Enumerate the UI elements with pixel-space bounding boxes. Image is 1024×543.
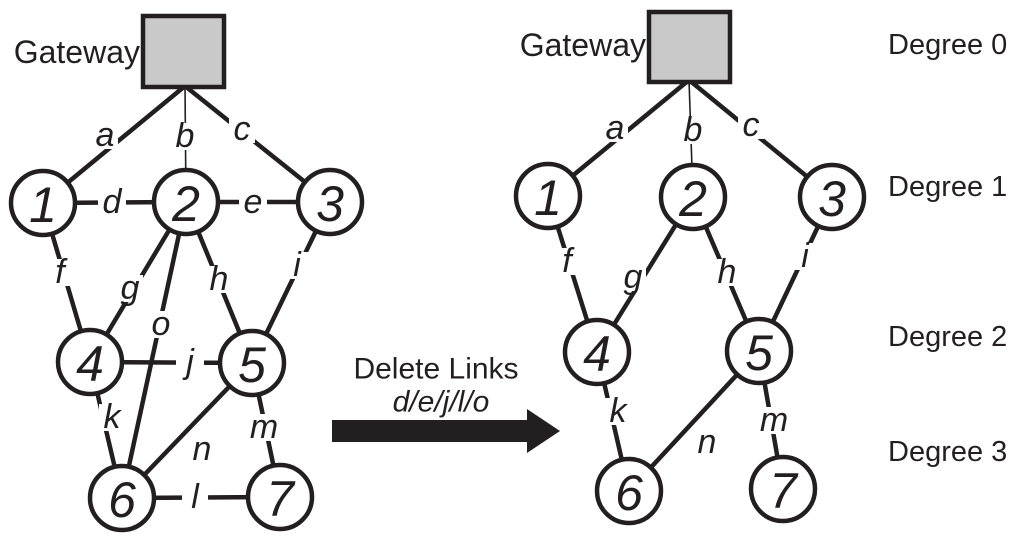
degree-1-label: Degree 1 [888, 171, 1007, 203]
r-node-7-circle [748, 454, 818, 524]
l-gateway-square [140, 13, 227, 90]
r-node-4-label: 4 [583, 326, 611, 382]
l-edge-label-l: l [191, 478, 200, 516]
l-edge-label-j-bg [176, 349, 204, 376]
l-node-7-circle [245, 462, 315, 532]
l-node-3-label: 3 [316, 176, 344, 232]
r-node-2-circle [658, 162, 728, 232]
l-edge-label-c: c [234, 110, 251, 148]
l-edge-label-b-bg [172, 123, 198, 150]
r-edge-label-h: h [718, 253, 737, 291]
r-node-2-label: 2 [678, 171, 707, 227]
l-edge-label-c-bg [229, 116, 255, 143]
r-node-5-circle [724, 316, 794, 386]
l-edge-label-n: n [193, 430, 212, 468]
l-edge-label-k: k [104, 398, 123, 436]
l-edge-label-o: o [152, 305, 171, 343]
r-edge-label-n-bg [694, 429, 720, 456]
l-node-6-circle [87, 463, 157, 533]
r-edge-label-b: b [684, 111, 703, 149]
l-edge-label-d-bg [98, 189, 126, 216]
right-graph: a b c f g h i k n m 1 2 3 4 5 6 7 Gatewa… [513, 9, 867, 526]
l-node-4-label: 4 [76, 336, 104, 392]
r-gateway-square [646, 9, 733, 85]
r-edge-label-h-bg [714, 259, 740, 286]
l-node-4-circle [55, 327, 125, 397]
l-node-5-circle [217, 328, 287, 398]
l-edge-label-d: d [103, 183, 123, 221]
l-edge-label-e-bg [239, 189, 267, 216]
degree-3-label: Degree 3 [888, 436, 1007, 468]
r-edge-label-g-bg [620, 264, 646, 291]
r-edge-label-a-bg [602, 115, 628, 142]
r-node-1-label: 1 [534, 170, 562, 226]
r-edge-label-f-bg [554, 248, 580, 275]
r-edge-label-m-bg [761, 407, 787, 434]
r-node-7-label: 7 [769, 463, 799, 519]
r-node-3-label: 3 [818, 171, 846, 227]
l-node-1-circle [8, 168, 78, 238]
transition-title: Delete Links [353, 353, 518, 386]
r-edge-label-n: n [698, 423, 717, 461]
l-edge-label-i-bg [285, 252, 309, 279]
r-node-3-circle [797, 162, 867, 232]
r-edge-label-i-bg [793, 243, 817, 270]
r-edge-label-m: m [760, 401, 788, 439]
l-edge-label-g: g [121, 269, 140, 307]
degree-2-label: Degree 2 [888, 321, 1007, 353]
r-node-6-label: 6 [615, 465, 643, 521]
l-edge-label-o-bg [149, 311, 174, 338]
l-edge-label-l-bg [182, 484, 208, 511]
l-edge-label-f-bg [47, 259, 73, 286]
transition: Delete Links d/e/j/l/o [332, 353, 560, 453]
l-edge-label-b: b [176, 117, 195, 155]
r-edge-label-c-bg [738, 112, 764, 139]
r-edge-label-b-bg [680, 117, 706, 144]
l-edge-label-i: i [293, 246, 302, 284]
l-node-3-circle [295, 167, 365, 237]
l-node-6-label: 6 [108, 472, 136, 528]
l-edge-label-e: e [244, 183, 263, 221]
l-edge-label-m-bg [251, 414, 277, 441]
r-edge-label-a: a [606, 109, 625, 147]
l-edge-label-h: h [210, 260, 229, 298]
l-gateway-label: Gateway [14, 34, 140, 70]
l-edge-label-j: j [182, 343, 195, 381]
l-node-2-label: 2 [171, 176, 200, 232]
l-edge-label-k-bg [99, 404, 125, 431]
r-node-6-circle [594, 456, 664, 526]
r-node-4-circle [562, 317, 632, 387]
l-edge-label-h-bg [206, 266, 232, 293]
r-edge-label-g: g [624, 258, 643, 296]
l-node-2-circle [151, 167, 221, 237]
l-edge-o [119, 201, 189, 499]
l-node-1-label: 1 [29, 177, 57, 233]
r-edge-label-i: i [801, 237, 810, 275]
l-node-7-label: 7 [266, 471, 296, 527]
right-arrow-icon [332, 409, 560, 453]
l-edge-label-a: a [96, 116, 115, 154]
r-edge-label-k-bg [605, 398, 631, 425]
r-node-5-label: 5 [745, 325, 773, 381]
l-edge-label-n-bg [189, 436, 215, 463]
r-gateway-label: Gateway [520, 27, 646, 63]
r-node-1-circle [513, 161, 583, 231]
l-node-5-label: 5 [238, 337, 266, 393]
l-edge-label-m: m [250, 408, 278, 446]
l-edge-label-a-bg [92, 122, 118, 149]
r-edge-label-c: c [743, 106, 760, 144]
transition-links: d/e/j/l/o [393, 386, 490, 419]
degree-labels: Degree 0 Degree 1 Degree 2 Degree 3 [888, 29, 1007, 468]
degree-0-label: Degree 0 [888, 29, 1007, 61]
l-edge-label-g-bg [117, 275, 143, 302]
left-graph: a b c d e f g h i o j k n m l 1 2 3 4 5 … [8, 13, 365, 533]
r-edge-label-k: k [610, 392, 629, 430]
